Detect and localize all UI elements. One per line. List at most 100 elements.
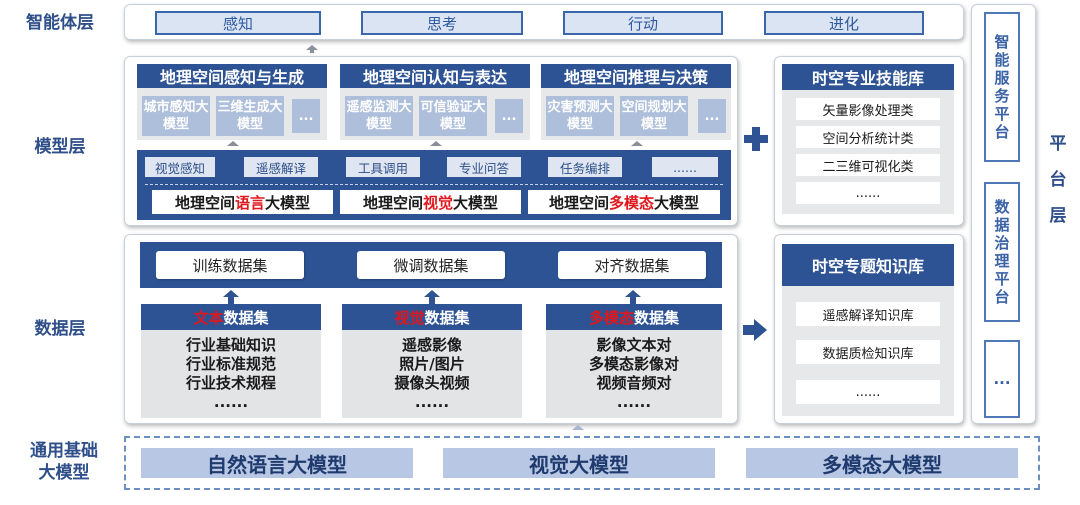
platform-data-governance-text: 数据治理平台 [994, 198, 1010, 306]
knowledge-item-quality-check: 数据质检知识库 [796, 340, 940, 364]
vision-dataset-content: 遥感影像 照片/图片 摄像头视频 ...... [342, 330, 522, 418]
tag-tool-calling: 工具调用 [346, 157, 420, 177]
agent-item-act: 行动 [563, 11, 723, 35]
multimodal-dataset-line: 多模态影像对 [588, 355, 679, 373]
multimodal-dataset-line: 视频音频对 [596, 374, 672, 392]
skill-item-spatial-analysis: 空间分析统计类 [796, 126, 940, 148]
submodel-more-3: ... [698, 99, 726, 133]
submodel-spatial-planning: 空间规划大模型 [620, 96, 688, 136]
arrow-up-model-to-agent [306, 45, 318, 50]
vision-dataset-line: 遥感影像 [401, 336, 462, 354]
vision-dataset-header: 视觉数据集 [342, 304, 522, 330]
tag-task-orchestration: 任务编排 [548, 157, 622, 177]
agent-item-think: 思考 [361, 11, 523, 35]
arrow-up-col2 [430, 141, 442, 146]
multimodal-dataset-header: 多模态数据集 [546, 304, 722, 330]
multimodal-dataset-highlight: 多模态 [588, 308, 634, 327]
skill-item-visualization: 二三维可视化类 [796, 154, 940, 176]
text-dataset-suffix: 数据集 [223, 308, 269, 327]
skill-item-vector-image: 矢量影像处理类 [796, 98, 940, 120]
arrow-up-foundation-to-data [572, 425, 584, 430]
submodel-3d-generation: 三维生成大模型 [216, 96, 284, 136]
training-dataset: 训练数据集 [156, 251, 304, 279]
foundation-panel [124, 436, 1040, 490]
tag-rs-interpretation: 遥感解译 [244, 157, 318, 177]
data-layer-label: 数据层 [34, 319, 86, 339]
knowledge-item-more: ...... [796, 380, 940, 404]
geo-vision-prefix: 地理空间 [362, 193, 423, 212]
submodel-city-perception: 城市感知大模型 [142, 96, 210, 136]
model-column-header-cognition: 地理空间认知与表达 [340, 64, 530, 88]
foundation-vision-model: 视觉大模型 [443, 448, 715, 478]
submodel-more-1: ... [292, 99, 320, 133]
tag-visual-perception: 视觉感知 [145, 157, 215, 177]
platform-intelligent-service: 智能服务平台 [984, 12, 1020, 162]
text-dataset-line: ...... [213, 393, 249, 411]
geo-language-model: 地理空间语言大模型 [152, 190, 333, 214]
platform-more: ... [984, 340, 1020, 418]
multimodal-dataset-suffix: 数据集 [634, 308, 680, 327]
geo-vision-highlight: 视觉 [422, 193, 453, 212]
text-dataset-header: 文本数据集 [141, 304, 321, 330]
text-dataset-line: 行业基础知识 [185, 336, 276, 354]
geo-language-prefix: 地理空间 [174, 193, 235, 212]
geo-vision-model: 地理空间视觉大模型 [340, 190, 521, 214]
geo-language-suffix: 大模型 [265, 193, 311, 212]
finetune-dataset: 微调数据集 [357, 251, 505, 279]
model-layer-label: 模型层 [34, 137, 86, 157]
text-dataset-content: 行业基础知识 行业标准规范 行业技术规程 ...... [141, 330, 321, 418]
foundation-layer-label-text: 通用基础大模型 [29, 441, 98, 483]
agent-item-evolve: 进化 [764, 11, 924, 35]
tag-professional-qa: 专业问答 [447, 157, 521, 177]
geo-multimodal-prefix: 地理空间 [548, 193, 609, 212]
vision-dataset-suffix: 数据集 [424, 308, 470, 327]
knowledge-library-title: 时空专题知识库 [782, 244, 954, 286]
foundation-nlp-model: 自然语言大模型 [141, 448, 413, 478]
submodel-rs-monitoring: 遥感监测大模型 [345, 96, 413, 136]
submodel-trusted-verification: 可信验证大模型 [419, 96, 487, 136]
foundation-layer-label: 通用基础大模型 [14, 440, 114, 484]
foundation-multimodal-model: 多模态大模型 [746, 448, 1018, 478]
text-dataset-line: 行业标准规范 [185, 355, 276, 373]
skill-library-title: 时空专业技能库 [782, 64, 954, 90]
arrow-up-col3 [631, 141, 643, 146]
arrow-stem-text [228, 297, 234, 304]
arrow-up-multimodal-dataset [625, 290, 641, 297]
multimodal-dataset-line: ...... [616, 393, 652, 411]
geo-vision-suffix: 大模型 [453, 193, 499, 212]
vision-dataset-highlight: 视觉 [394, 308, 425, 327]
platform-layer-label-text: 平台层 [1049, 134, 1067, 226]
model-column-header-reasoning: 地理空间推理与决策 [541, 64, 731, 88]
geo-multimodal-highlight: 多模态 [608, 193, 654, 212]
vision-dataset-line: ...... [414, 393, 450, 411]
geo-multimodal-suffix: 大模型 [654, 193, 700, 212]
arrow-up-vision-dataset [424, 290, 440, 297]
dashed-divider [145, 184, 723, 185]
text-dataset-highlight: 文本 [193, 308, 224, 327]
agent-layer-label: 智能体层 [26, 13, 94, 33]
geo-multimodal-model: 地理空间多模态大模型 [528, 190, 720, 214]
skill-item-more: ...... [796, 182, 940, 204]
model-column-header-perception: 地理空间感知与生成 [137, 64, 327, 88]
vision-dataset-line: 照片/图片 [399, 355, 465, 373]
plus-icon [741, 124, 771, 154]
arrow-right-icon [742, 318, 768, 342]
multimodal-dataset-line: 影像文本对 [596, 336, 672, 354]
arrow-stem-vision [429, 297, 435, 304]
submodel-more-2: ... [495, 99, 523, 133]
vision-dataset-line: 摄像头视频 [394, 374, 470, 392]
arrow-stem-multimodal [630, 297, 636, 304]
arrow-up-text-dataset [223, 290, 239, 297]
platform-data-governance: 数据治理平台 [984, 182, 1020, 322]
submodel-disaster-prediction: 灾害预测大模型 [546, 96, 614, 136]
platform-intelligent-service-text: 智能服务平台 [994, 33, 1010, 141]
geo-language-highlight: 语言 [234, 193, 265, 212]
arrow-up-col1 [227, 141, 239, 146]
platform-layer-label: 平台层 [1038, 126, 1078, 234]
multimodal-dataset-content: 影像文本对 多模态影像对 视频音频对 ...... [546, 330, 722, 418]
text-dataset-line: 行业技术规程 [185, 374, 276, 392]
alignment-dataset: 对齐数据集 [558, 251, 706, 279]
knowledge-item-rs-interpretation: 遥感解译知识库 [796, 302, 940, 326]
agent-item-perceive: 感知 [155, 11, 321, 35]
tag-more: ...... [652, 157, 718, 177]
